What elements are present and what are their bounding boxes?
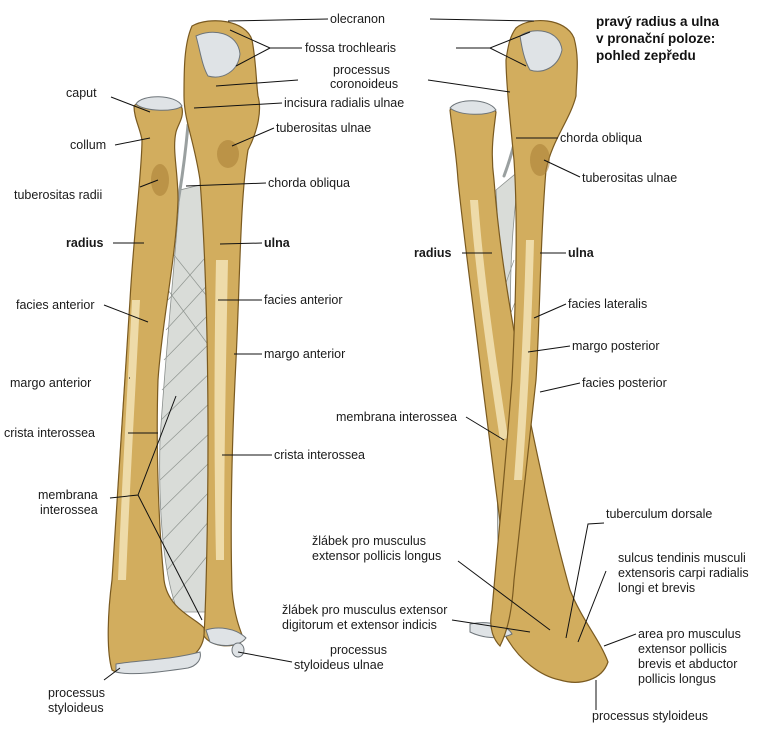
figure-title: pravý radius a ulna v pronační poloze: p…	[596, 14, 720, 63]
label-processus-styloideus-ulnae-2: styloideus ulnae	[294, 658, 384, 672]
label-tuberositas-ulnae-right: tuberositas ulnae	[582, 171, 677, 185]
label-radius-left: radius	[66, 236, 104, 250]
label-zlabek-ed-2: digitorum et extensor indicis	[282, 618, 437, 632]
left-tuberositas-ulnae	[217, 140, 239, 168]
label-tuberositas-radii: tuberositas radii	[14, 188, 102, 202]
left-ulna-highlight	[214, 260, 228, 560]
right-ulna-highlight	[514, 240, 534, 480]
label-radius-right: radius	[414, 246, 452, 260]
label-sulcus-2: extensoris carpi radialis	[618, 566, 749, 580]
label-crista-interossea-ulna: crista interossea	[274, 448, 365, 462]
label-zlabek-epl-2: extensor pollicis longus	[312, 549, 441, 563]
left-fossa-trochlearis	[195, 31, 241, 78]
label-caput: caput	[66, 86, 97, 100]
label-ulna-left: ulna	[264, 236, 291, 250]
label-membrana-interossea-right: membrana interossea	[336, 410, 457, 424]
label-membrana-line1: membrana	[38, 488, 98, 502]
label-facies-lateralis: facies lateralis	[568, 297, 647, 311]
label-fossa-trochlearis: fossa trochlearis	[305, 41, 396, 55]
label-olecranon: olecranon	[330, 12, 385, 26]
left-radius-highlight	[118, 300, 140, 580]
title-line-2: v pronační poloze:	[596, 31, 715, 46]
label-tuberositas-ulnae-left: tuberositas ulnae	[276, 121, 371, 135]
label-membrana-line2: interossea	[40, 503, 98, 517]
leader-lines	[103, 18, 637, 710]
label-sulcus-3: longi et brevis	[618, 581, 695, 595]
left-styloid-ulnae-cartilage	[205, 627, 247, 646]
left-labels: caput collum tuberositas radii radius fa…	[4, 86, 106, 715]
label-area-1: area pro musculus	[638, 627, 741, 641]
label-area-4: pollicis longus	[638, 672, 716, 686]
label-processus-coronoideus-1: processus	[333, 63, 390, 77]
left-radius-head-cartilage	[135, 96, 183, 111]
label-ulna-right: ulna	[568, 246, 595, 260]
label-zlabek-epl-1: žlábek pro musculus	[312, 534, 426, 548]
label-tuberculum-dorsale: tuberculum dorsale	[606, 507, 712, 521]
label-margo-anterior-ulna: margo anterior	[264, 347, 345, 361]
label-zlabek-ed-1: žlábek pro musculus extensor	[282, 603, 447, 617]
label-facies-anterior-ulna: facies anterior	[264, 293, 343, 307]
label-processus-coronoideus-2: coronoideus	[330, 77, 398, 91]
label-processus-styloideus-right: processus styloideus	[592, 709, 708, 723]
label-facies-anterior-radius: facies anterior	[16, 298, 95, 312]
label-collum: collum	[70, 138, 106, 152]
right-fossa-trochlearis	[519, 30, 563, 72]
left-forearm-illustration	[107, 20, 261, 675]
title-line-3: pohled zepředu	[596, 48, 696, 63]
right-radius-highlight	[470, 200, 508, 440]
label-incisura-radialis-ulnae: incisura radialis ulnae	[284, 96, 404, 110]
label-crista-interossea-radius: crista interossea	[4, 426, 95, 440]
right-ulna-shape	[490, 20, 578, 648]
center-labels: olecranon fossa trochlearis processus co…	[264, 12, 404, 672]
right-radius-shape	[449, 102, 609, 683]
left-membrane-fibers	[159, 249, 214, 601]
label-facies-posterior: facies posterior	[582, 376, 667, 390]
label-processus-styloideus-ulnae-1: processus	[330, 643, 387, 657]
title-line-1: pravý radius a ulna	[596, 14, 720, 29]
label-chorda-obliqua-left: chorda obliqua	[268, 176, 350, 190]
label-margo-posterior: margo posterior	[572, 339, 660, 353]
label-processus-styloideus-radius-1: processus	[48, 686, 105, 700]
left-styloid-ulnae-tip	[231, 642, 245, 658]
left-radius-distal-cartilage	[115, 651, 201, 675]
label-processus-styloideus-radius-2: styloideus	[48, 701, 104, 715]
right-labels: chorda obliqua tuberositas ulnae radius …	[282, 131, 749, 723]
label-chorda-obliqua-right: chorda obliqua	[560, 131, 642, 145]
left-tuberositas-radii	[151, 164, 169, 196]
label-margo-anterior-radius: margo anterior	[10, 376, 91, 390]
label-sulcus-1: sulcus tendinis musculi	[618, 551, 746, 565]
right-radius-head-cartilage	[449, 100, 497, 115]
label-area-3: brevis et abductor	[638, 657, 737, 671]
label-area-2: extensor pollicis	[638, 642, 727, 656]
right-forearm-illustration	[449, 20, 609, 683]
right-tuberositas-ulnae	[530, 144, 550, 176]
